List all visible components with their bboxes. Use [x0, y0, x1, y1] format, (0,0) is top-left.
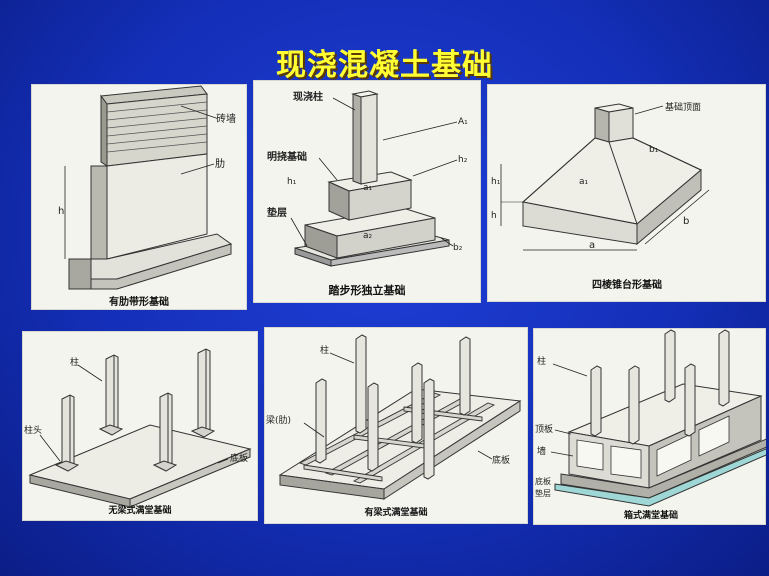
strip-foundation-caption: 有肋带形基础	[109, 295, 169, 308]
column-label: 柱	[320, 344, 329, 356]
beamless-raft-diagram: 柱 柱头 底板 无梁式满堂基础	[24, 348, 252, 516]
beam-raft-panel: 柱 梁(肋) 底板 有梁式满堂基础	[264, 327, 528, 524]
column-label: 现浇柱	[293, 90, 323, 103]
stepped-foundation-diagram: 现浇柱 明挠基础 垫层 a₁ a₂ A₁ h₂ h₁ b₂ 踏步形独立基础	[267, 90, 468, 297]
wall-label: 墙	[537, 445, 546, 457]
column-label: 柱	[70, 356, 79, 368]
bottom-slab-label: 底板	[230, 452, 248, 464]
box-raft-caption: 箱式满堂基础	[624, 509, 678, 521]
strip-foundation-diagram: h 砖墙 肋 有肋带形基础	[58, 85, 236, 308]
beam-raft-diagram: 柱 梁(肋) 底板 有梁式满堂基础	[266, 334, 522, 518]
b2-label: b₂	[453, 243, 463, 253]
h-label: h	[491, 211, 497, 221]
cushion-label: 垫层	[535, 488, 551, 498]
pyramid-foundation-panel: h₁ h a b a₁ b₁ 基础顶面 四棱锥台形基础	[487, 84, 766, 302]
pyramid-foundation-diagram: h₁ h a b a₁ b₁ 基础顶面 四棱锥台形基础	[491, 101, 710, 291]
beam-raft-caption: 有梁式满堂基础	[364, 506, 427, 518]
bottom-slab-label: 底板	[492, 454, 510, 466]
beamless-raft-panel: 柱 柱头 底板 无梁式满堂基础	[22, 331, 258, 521]
b1-label: b₁	[649, 145, 659, 155]
column-label: 柱	[537, 355, 546, 367]
a1-label: a₁	[363, 183, 373, 193]
bottom-slab-label: 底板	[535, 476, 551, 486]
a-label: a	[589, 240, 595, 251]
pyramid-foundation-caption: 四棱锥台形基础	[592, 278, 662, 291]
h-label: h	[58, 206, 64, 217]
slide-title: 现浇混凝土基础	[276, 48, 493, 83]
box-raft-panel: 柱 顶板 墙 底板 垫层 箱式满堂基础	[533, 328, 766, 525]
h1-label: h₁	[491, 177, 501, 187]
a1-label: a₁	[579, 177, 589, 187]
stepped-foundation-panel: 现浇柱 明挠基础 垫层 a₁ a₂ A₁ h₂ h₁ b₂ 踏步形独立基础	[253, 80, 481, 303]
top-slab-label: 顶板	[535, 423, 553, 435]
top-face-label: 基础顶面	[665, 101, 701, 113]
box-raft-diagram: 柱 顶板 墙 底板 垫层 箱式满堂基础	[535, 329, 766, 521]
strip-foundation-panel: h 砖墙 肋 有肋带形基础	[31, 84, 247, 310]
rib-label: 肋	[215, 157, 225, 170]
a2-label: a₂	[363, 231, 373, 241]
h2-label: h₂	[458, 155, 468, 165]
column-cap-label: 柱头	[24, 424, 42, 436]
beam-label: 梁(肋)	[266, 414, 291, 426]
brick-wall-label: 砖墙	[216, 112, 236, 125]
h1-label: h₁	[287, 177, 297, 187]
b-label: b	[683, 216, 689, 227]
cushion-label: 垫层	[267, 206, 287, 219]
A1-label: A₁	[458, 117, 468, 127]
cast-foundation-label: 明挠基础	[267, 150, 307, 163]
beamless-raft-caption: 无梁式满堂基础	[107, 504, 171, 516]
stepped-foundation-caption: 踏步形独立基础	[329, 283, 406, 297]
